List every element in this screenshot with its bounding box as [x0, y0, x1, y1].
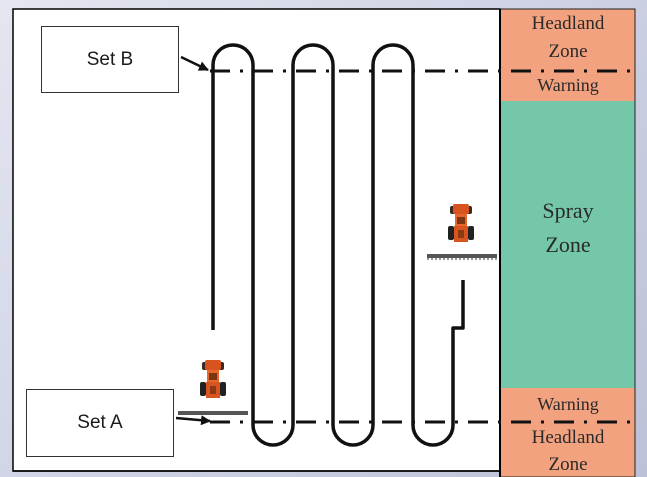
set-b-arrow-icon [180, 55, 209, 72]
zone-label-top: Zone [548, 41, 588, 62]
tractor-path [211, 43, 465, 447]
set-b-label: Set B [86, 48, 134, 70]
headland-label-top: Headland [531, 13, 605, 34]
set-a-arrow-icon [175, 415, 211, 426]
zone-label-bottom: Zone [548, 454, 588, 475]
headland-zone-bottom [500, 388, 635, 477]
headland-zone-top [500, 9, 635, 101]
spray-label: Spray [542, 198, 594, 223]
warning-label-top: Warning [537, 75, 599, 95]
warning-label-bottom: Warning [537, 394, 599, 414]
set-a-label-box: Set A [26, 389, 174, 457]
headland-label-bottom: Headland [531, 427, 605, 448]
tractor-icon-spray [427, 204, 497, 260]
spray-zone [500, 101, 635, 388]
set-b-label-box: Set B [41, 26, 179, 93]
tractor-icon-start [178, 360, 248, 415]
set-a-label: Set A [77, 412, 123, 433]
spray-zone-label: Zone [545, 232, 591, 257]
